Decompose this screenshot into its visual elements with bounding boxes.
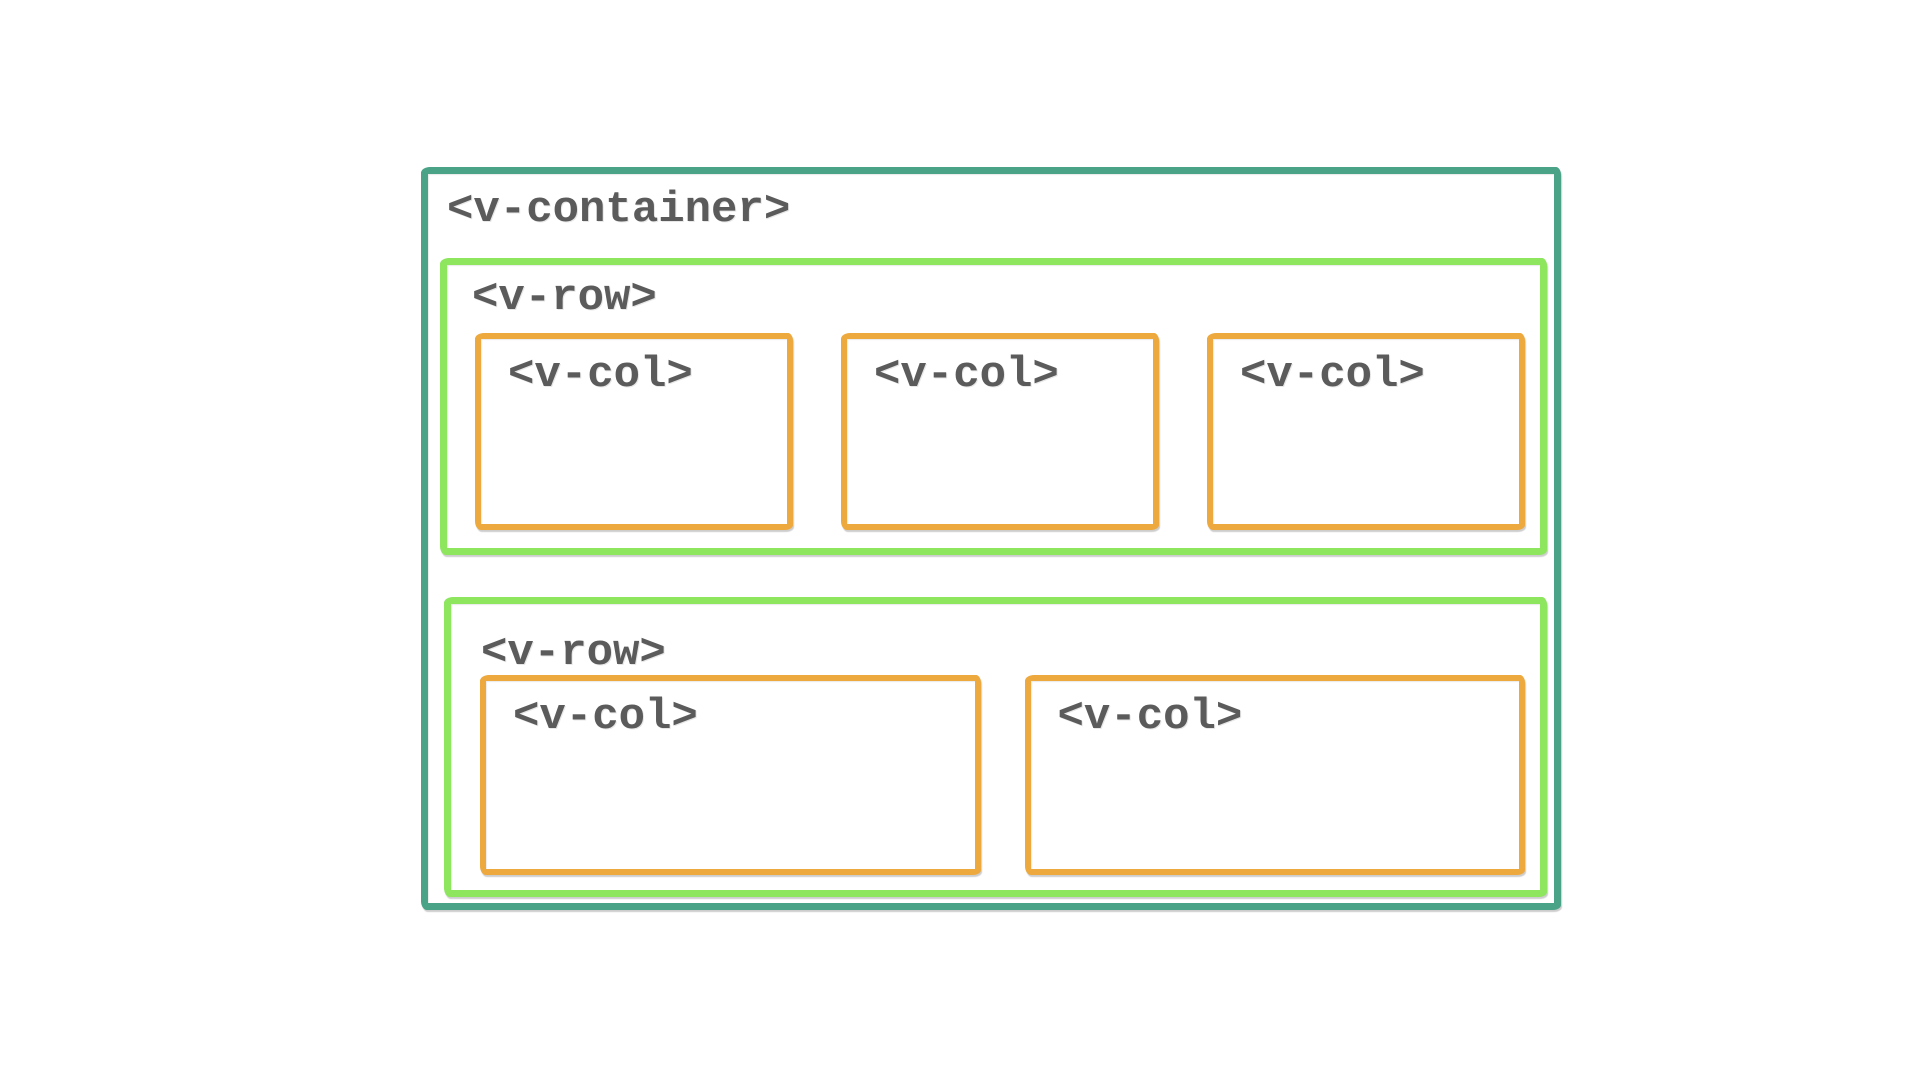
v-row-label-1: <v-row> (472, 273, 657, 323)
v-row-box-1: <v-row> <v-col> <v-col> <v-col> (440, 258, 1547, 555)
v-container-box: <v-container> <v-row> <v-col> <v-col> <v… (421, 167, 1561, 910)
v-row-box-2: <v-row> <v-col> <v-col> (444, 597, 1547, 897)
row-1-columns: <v-col> <v-col> <v-col> (475, 333, 1525, 530)
v-col-label-1-3: <v-col> (1240, 350, 1425, 400)
v-col-box-2-2: <v-col> (1024, 675, 1525, 875)
v-row-label-2: <v-row> (481, 628, 666, 678)
v-col-box-1-1: <v-col> (475, 333, 793, 530)
row-2-columns: <v-col> <v-col> (480, 675, 1525, 875)
v-col-label-1-2: <v-col> (874, 350, 1059, 400)
v-col-label-1-1: <v-col> (508, 350, 693, 400)
v-col-box-2-1: <v-col> (480, 675, 981, 875)
v-col-box-1-2: <v-col> (841, 333, 1159, 530)
v-col-box-1-3: <v-col> (1207, 333, 1525, 530)
v-container-label: <v-container> (447, 185, 791, 235)
v-col-label-2-2: <v-col> (1057, 692, 1243, 742)
v-col-label-2-1: <v-col> (513, 692, 698, 742)
